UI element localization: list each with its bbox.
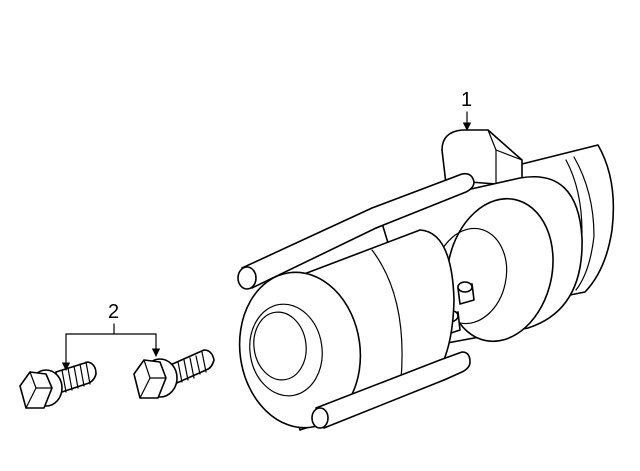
callout-1-label: 1 <box>461 89 472 111</box>
starter-motor <box>237 129 615 431</box>
callout-1: 1 <box>461 89 472 131</box>
bolt-left <box>19 361 97 409</box>
callout-2-label: 2 <box>108 301 119 323</box>
callout-2: 2 <box>61 301 161 371</box>
bolt-right <box>133 349 215 399</box>
